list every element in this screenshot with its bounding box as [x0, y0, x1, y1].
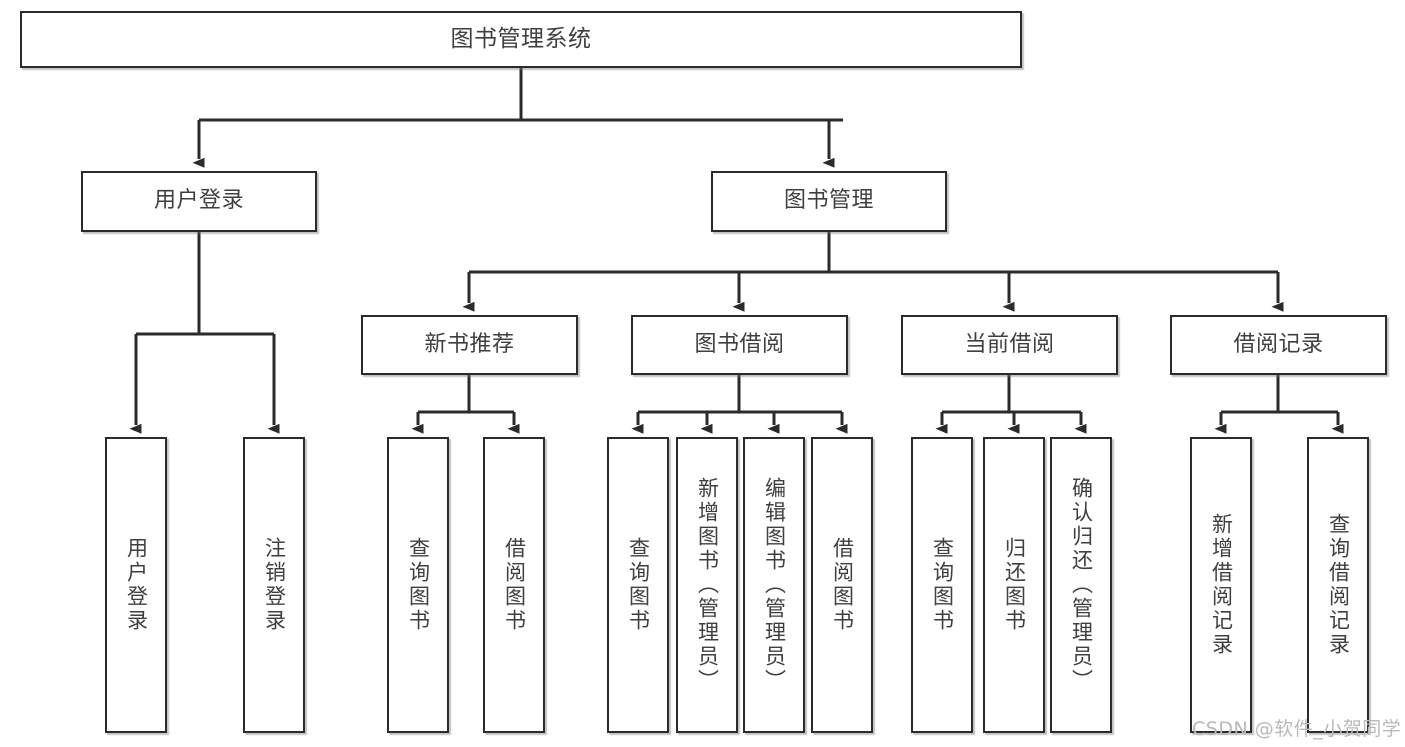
leaf-return-book[interactable]: 归还图书 — [983, 437, 1045, 733]
node-label: 查询图书 — [930, 537, 955, 633]
leaf-user-login[interactable]: 用户登录 — [105, 437, 167, 733]
node-label: 新书推荐 — [424, 331, 515, 357]
watermark: CSDN @软件_小贺同学 — [1192, 718, 1402, 740]
node-label: 借阅图书 — [502, 537, 527, 633]
leaf-add-borrow-record[interactable]: 新增借阅记录 — [1190, 437, 1252, 733]
node-label: 确认归还（管理员） — [1069, 477, 1094, 693]
node-label: 查询借阅记录 — [1326, 513, 1351, 657]
leaf-edit-book-admin[interactable]: 编辑图书（管理员） — [743, 437, 805, 733]
leaf-add-book-admin[interactable]: 新增图书（管理员） — [676, 437, 738, 733]
leaf-logout[interactable]: 注销登录 — [243, 437, 305, 733]
node-label: 用户登录 — [153, 188, 244, 214]
leaf-query-book-nb[interactable]: 查询图书 — [387, 437, 449, 733]
leaf-borrow-book-nb[interactable]: 借阅图书 — [483, 437, 545, 733]
node-new-book-recommend[interactable]: 新书推荐 — [361, 315, 578, 375]
node-label: 图书管理 — [783, 188, 874, 214]
node-root[interactable]: 图书管理系统 — [20, 11, 1022, 68]
node-label: 当前借阅 — [964, 331, 1055, 357]
node-current-borrow[interactable]: 当前借阅 — [901, 315, 1118, 375]
node-label: 新增借阅记录 — [1209, 513, 1234, 657]
node-label: 编辑图书（管理员） — [762, 477, 787, 693]
node-book-borrow[interactable]: 图书借阅 — [631, 315, 848, 375]
node-label: 新增图书（管理员） — [695, 477, 720, 693]
leaf-borrow-book-bb[interactable]: 借阅图书 — [811, 437, 873, 733]
leaf-confirm-return-admin[interactable]: 确认归还（管理员） — [1050, 437, 1112, 733]
node-label: 归还图书 — [1002, 537, 1027, 633]
node-book-management[interactable]: 图书管理 — [711, 171, 947, 232]
leaf-query-book-bb[interactable]: 查询图书 — [607, 437, 669, 733]
node-label: 查询图书 — [406, 537, 431, 633]
node-label: 查询图书 — [626, 537, 651, 633]
node-user-login[interactable]: 用户登录 — [81, 171, 317, 232]
node-label: 借阅记录 — [1233, 331, 1324, 357]
node-label: 图书管理系统 — [450, 25, 592, 52]
leaf-query-borrow-record[interactable]: 查询借阅记录 — [1307, 437, 1369, 733]
node-label: 借阅图书 — [830, 537, 855, 633]
leaf-query-book-cb[interactable]: 查询图书 — [911, 437, 973, 733]
node-label: 注销登录 — [262, 537, 287, 633]
node-label: 用户登录 — [124, 537, 149, 633]
node-label: 图书借阅 — [694, 331, 785, 357]
node-borrow-record[interactable]: 借阅记录 — [1170, 315, 1387, 375]
